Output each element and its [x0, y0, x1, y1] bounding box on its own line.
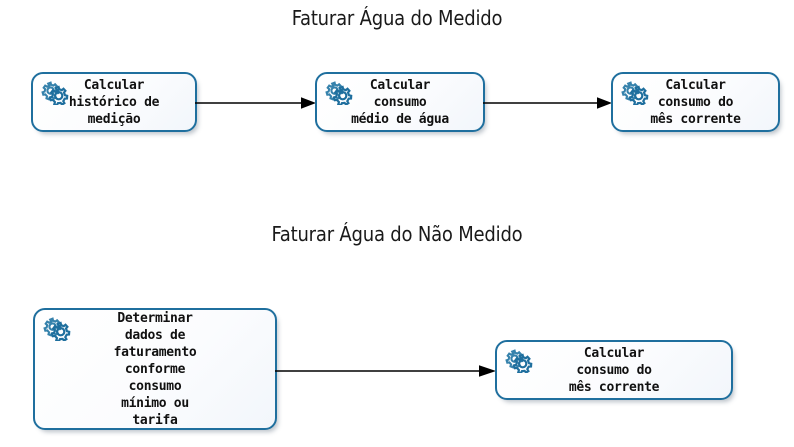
task-calcular-consumo-mes-corrente-medido[interactable]: Calcular consumo do mês corrente: [611, 72, 780, 132]
task-calcular-consumo-medio[interactable]: Calcular consumo médio de água: [315, 72, 485, 132]
connector-calcular-historico-to-calcular-consumo-medio: [195, 97, 316, 109]
task-label: Calcular consumo do mês corrente: [568, 345, 660, 395]
section-title-faturar-agua-do-nao-medido: Faturar Água do Não Medido: [271, 222, 523, 246]
task-determinar-dados-faturamento[interactable]: Determinar dados de faturamento conforme…: [33, 308, 277, 430]
section-title-faturar-agua-do-medido: Faturar Água do Medido: [291, 6, 503, 30]
connector-determinar-dados-to-calcular-mes-corrente: [275, 365, 496, 377]
task-label: Calcular histórico de medição: [68, 77, 160, 127]
task-label: Determinar dados de faturamento conforme…: [113, 310, 197, 428]
task-label: Calcular consumo médio de água: [351, 77, 449, 127]
task-label: Calcular consumo do mês corrente: [650, 77, 741, 127]
task-calcular-historico[interactable]: Calcular histórico de medição: [31, 72, 197, 132]
task-calcular-consumo-mes-corrente-nao-medido[interactable]: Calcular consumo do mês corrente: [495, 340, 733, 400]
connector-calcular-consumo-medio-to-calcular-mes-corrente: [483, 97, 612, 109]
